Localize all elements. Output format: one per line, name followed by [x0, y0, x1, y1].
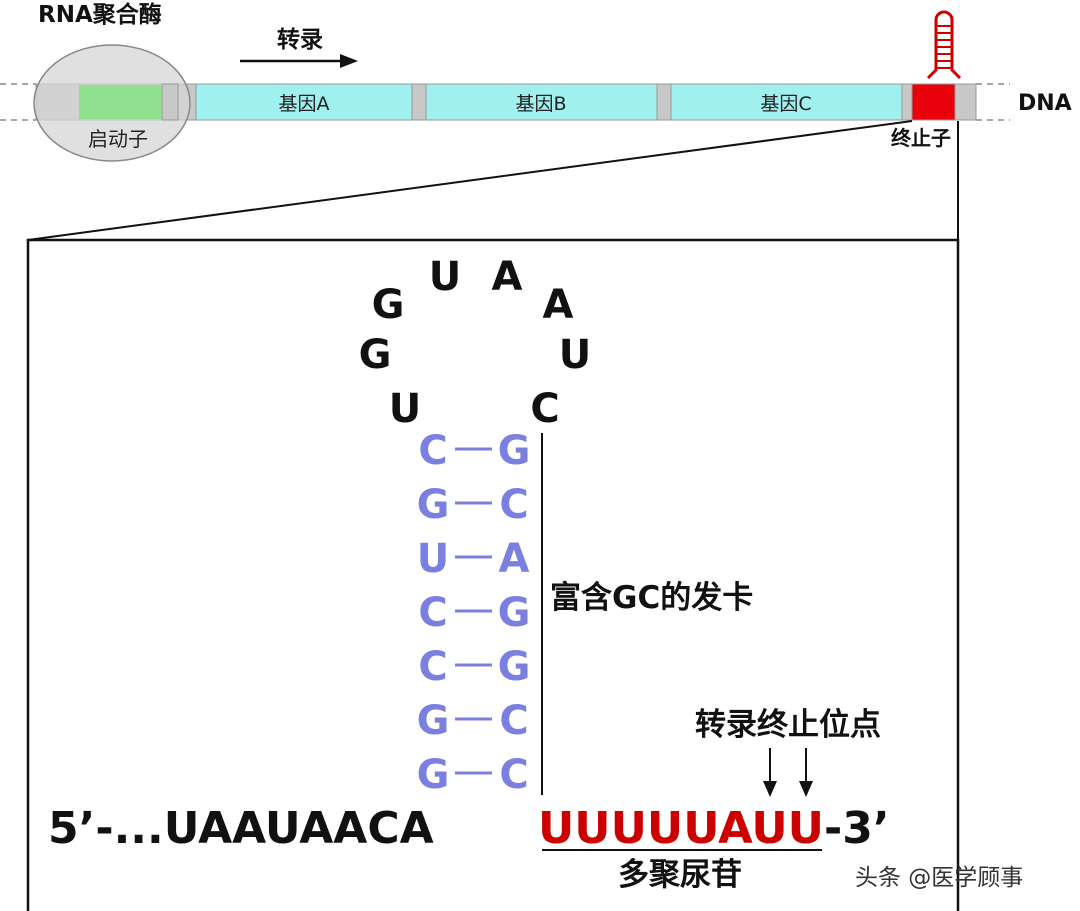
loop-nucleotide: G: [372, 282, 405, 328]
transcription-label: 转录: [277, 26, 323, 53]
dna-segment-after-promoter: [161, 83, 179, 121]
stem-nucleotide-right: G: [498, 428, 531, 474]
stem-nucleotide-left: C: [418, 644, 447, 690]
watermark: 头条 @医学顾事: [855, 865, 1023, 891]
dna-spacer-1: [411, 83, 427, 121]
three-prime-end: -3’: [824, 803, 890, 854]
loop-nucleotide: U: [429, 254, 461, 300]
dna-spacer-2: [656, 83, 672, 121]
stem-nucleotide-left: U: [417, 536, 449, 582]
gene-b-label: 基因B: [515, 93, 566, 115]
loop-nucleotide: U: [559, 332, 591, 378]
stem-nucleotide-right: C: [499, 752, 528, 798]
promoter-label: 启动子: [88, 127, 148, 151]
hairpin-icon: [926, 10, 962, 80]
termination-site-label: 转录终止位点: [695, 707, 881, 743]
stem-nucleotide-left: G: [417, 752, 450, 798]
stem-nucleotide-left: G: [417, 482, 450, 528]
transcription-direction-arrow: [240, 54, 358, 68]
detail-box: [26, 238, 960, 911]
poly-u-label: 多聚尿苷: [618, 857, 742, 893]
loop-nucleotide: C: [530, 386, 559, 432]
gene-c-block: [670, 83, 903, 121]
gc-hairpin-label: 富含GC的发卡: [550, 580, 753, 616]
promoter-block: [79, 85, 161, 119]
stem-nucleotide-right: A: [499, 536, 530, 582]
poly-u-run: UUUUUAUU: [538, 803, 824, 854]
stem-nucleotide-right: G: [498, 644, 531, 690]
rna-polymerase-label: RNA聚合酶: [38, 1, 162, 28]
gene-c-label: 基因C: [760, 93, 811, 115]
poly-u-sequence: UUUUUAUU-3’: [538, 803, 890, 854]
dna-segment-right: [954, 83, 977, 121]
termination-arrow: [799, 748, 813, 797]
stem-nucleotide-left: C: [418, 428, 447, 474]
dna-spacer-3: [901, 83, 913, 121]
dna-label: DNA: [1018, 91, 1072, 116]
stem-nucleotide-left: G: [417, 698, 450, 744]
loop-nucleotide: G: [359, 332, 392, 378]
loop-nucleotide: A: [492, 254, 523, 300]
stem-nucleotide-right: G: [498, 590, 531, 636]
termination-arrow: [763, 748, 777, 797]
terminator-block: [911, 83, 956, 121]
terminator-label: 终止子: [891, 126, 951, 150]
stem-nucleotide-right: C: [499, 482, 528, 528]
hairpin-loop: G U A A G U U C: [359, 254, 592, 432]
stem-nucleotide-right: C: [499, 698, 528, 744]
gene-b-block: [425, 83, 658, 121]
loop-nucleotide: U: [389, 386, 421, 432]
zoom-line-left: [27, 120, 913, 241]
gene-a-block: [195, 83, 413, 121]
loop-nucleotide: A: [543, 282, 574, 328]
five-prime-sequence: 5’-...UAAUAACA: [48, 803, 434, 854]
stem-nucleotide-left: C: [418, 590, 447, 636]
gene-a-label: 基因A: [279, 93, 330, 115]
